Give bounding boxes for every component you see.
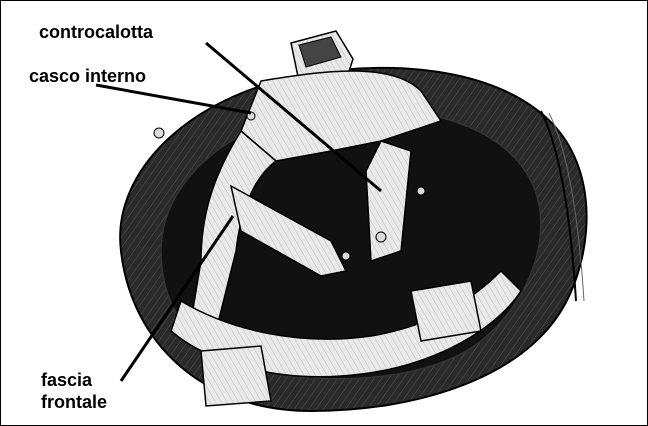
label-fascia-frontale: fascia frontale — [41, 369, 107, 413]
label-controcalotta: controcalotta — [39, 21, 153, 43]
label-fascia-line1: fascia — [41, 369, 107, 391]
label-fascia-line2: frontale — [41, 391, 107, 413]
label-casco-interno: casco interno — [29, 65, 146, 87]
